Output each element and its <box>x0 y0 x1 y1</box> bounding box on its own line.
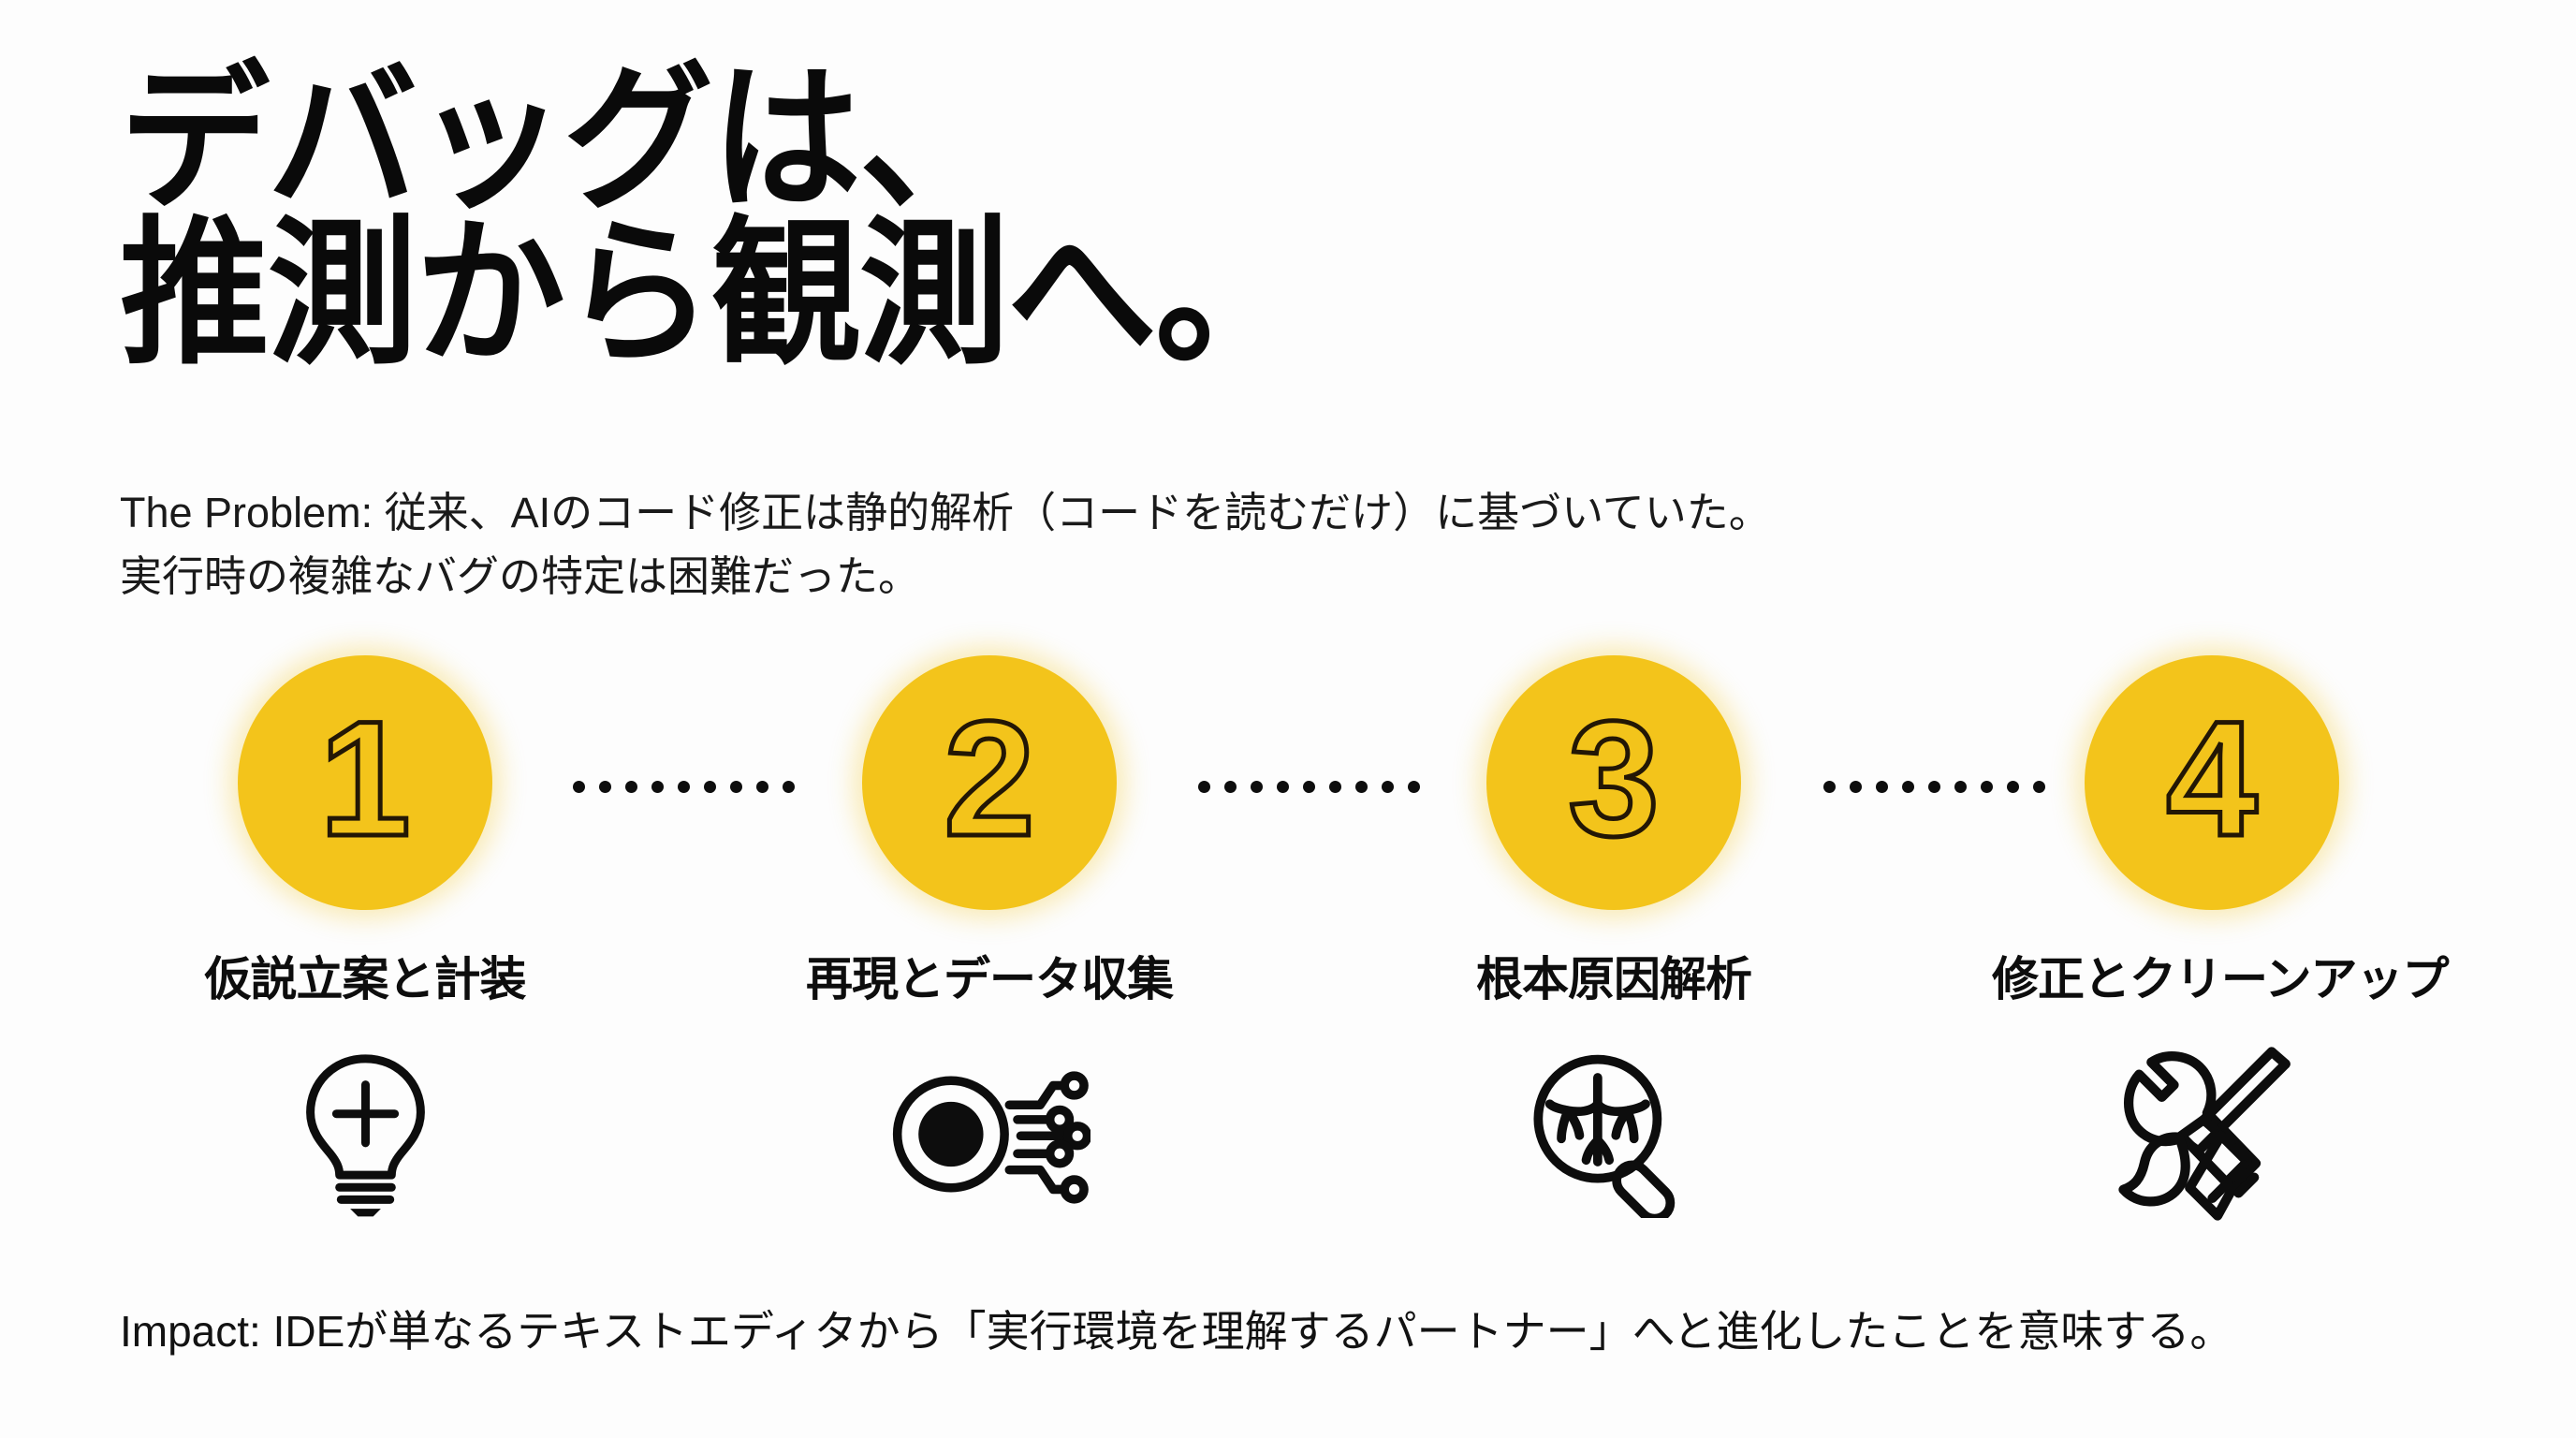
arrow-dots-2 <box>1198 780 1420 793</box>
problem-line-1: The Problem: 従来、AIのコード修正は静的解析（コードを読むだけ）に… <box>120 489 1771 536</box>
step-label-2: 再現とデータ収集 <box>806 953 1174 1005</box>
record-circuit-icon <box>769 1045 1209 1223</box>
impact-statement: Impact: IDEが単なるテキストエディタから「実行環境を理解するパートナー… <box>120 1301 2516 1361</box>
arrow-dots-3 <box>1823 780 2045 793</box>
title-line-1: デバッグは、 <box>120 50 1009 228</box>
magnifier-roots-icon <box>1394 1045 1834 1223</box>
step-item-1: 1 仮説立案と計装 <box>145 655 585 1223</box>
step-circle-4: 4 <box>2085 655 2339 910</box>
step-label-3: 根本原因解析 <box>1476 953 1752 1005</box>
dotted-arrow-right-icon-3 <box>1823 766 2045 807</box>
problem-statement: The Problem: 従来、AIのコード修正は静的解析（コードを読むだけ）に… <box>120 481 2460 609</box>
step-number-4: 4 <box>2164 687 2260 871</box>
step-label-1: 仮説立案と計装 <box>204 953 527 1005</box>
dotted-arrow-right-icon-2 <box>1198 766 1420 807</box>
step-item-4: 4 修正とクリーンアップ <box>1992 655 2450 1223</box>
step-number-2: 2 <box>942 687 1037 871</box>
step-flow: 1 仮説立案と計装 <box>0 655 2576 1236</box>
step-number-1: 1 <box>317 687 413 871</box>
problem-line-2: 実行時の複雑なバグの特定は困難だった。 <box>120 552 921 601</box>
arrow-dots-1 <box>573 780 795 793</box>
step-circle-2: 2 <box>862 655 1117 910</box>
step-circle-1: 1 <box>238 655 492 910</box>
step-number-3: 3 <box>1566 687 1661 871</box>
step-item-2: 2 再現とデータ収集 <box>769 655 1209 1223</box>
wrench-broom-icon <box>1992 1045 2432 1223</box>
impact-line-1: Impact: IDEが単なるテキストエディタから「実行環境を理解するパートナー… <box>120 1307 2233 1356</box>
dotted-arrow-right-icon-1 <box>573 766 795 807</box>
lightbulb-plus-icon <box>145 1045 585 1223</box>
step-item-3: 3 根本原因解析 <box>1394 655 1834 1223</box>
step-label-4: 修正とクリーンアップ <box>1992 953 2450 1005</box>
step-circle-3: 3 <box>1486 655 1741 910</box>
page-title: デバッグは、 推測から観測へ。 <box>120 50 2366 374</box>
title-line-2: 推測から観測へ。 <box>120 204 1305 383</box>
